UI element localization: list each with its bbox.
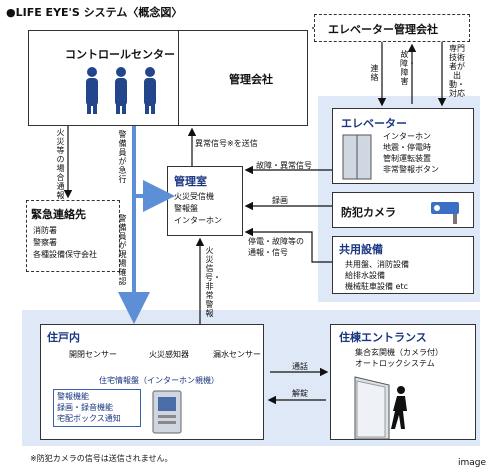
mgmt-room-item: インターホン [174, 216, 222, 225]
entrance-item: オートロックシステム [355, 359, 435, 368]
sensor-label: 開閉センサー [69, 350, 117, 359]
shared-title: 共用設備 [339, 243, 383, 256]
center-divider [178, 30, 180, 126]
functions-box: 警報機能 録画・録音機能 宅配ボックス通知 [53, 389, 141, 427]
elevator-door-icon [342, 134, 372, 180]
emergency-title: 緊急連絡先 [31, 208, 86, 221]
sensor-label: 火災感知器 [149, 350, 189, 359]
elevator-company-label: エレベーター管理会社 [328, 23, 438, 36]
elevator-item: 地震・停電時 [383, 143, 431, 152]
guard-icon [86, 67, 98, 114]
guard-icon [144, 67, 156, 114]
outage-report-label: 停電・故障等の通報・信号 [248, 237, 304, 257]
shared-box: 共用設備 共用盤、消防設備 給排水設備 機械駐車設備 etc [332, 236, 474, 294]
elevator-title: エレベーター [341, 117, 407, 130]
dwelling-box: 住戸内 開閉センサー 火災感知器 漏水センサー 住宅情報盤（インターホン親機） … [40, 324, 264, 440]
function-item: 宅配ボックス通知 [57, 414, 121, 423]
dwelling-title: 住戸内 [47, 331, 80, 344]
guard-confirm-label: 警備員が現場確認 [118, 214, 127, 286]
elevator-box: エレベーター インターホン 地震・停電時 管制運転装置 非常警報ボタン [332, 108, 474, 184]
elevator-item: 管制運転装置 [383, 154, 431, 163]
entrance-box: 住棟エントランス 集合玄関機（カメラ付） オートロックシステム [330, 324, 476, 440]
camera-icon [431, 202, 459, 224]
emergency-item: 各種設備保守会社 [33, 250, 97, 259]
unlock-label: 解錠 [292, 389, 308, 398]
elevator-item: インターホン [383, 132, 431, 141]
elevator-company-box: エレベーター管理会社 [314, 14, 470, 42]
control-center-box: コントロールセンター 管理会社 [28, 30, 308, 126]
intercom-panel-icon [152, 390, 182, 434]
camera-box: 防犯カメラ [332, 192, 474, 228]
shared-item: 機械駐車設備 etc [345, 282, 408, 291]
page-title: ●LIFE EYE'S システム〈概念図〉 [6, 6, 183, 19]
mgmt-room-item: 火災受信機 [174, 192, 214, 201]
guard-icon [115, 67, 127, 114]
sensor-label: 漏水センサー [213, 350, 261, 359]
contact-label: 連絡 [370, 64, 379, 82]
entrance-door-icon [354, 376, 390, 440]
guard-icons [86, 67, 156, 114]
footnote: ※防犯カメラの信号は送信されません。 [30, 454, 173, 463]
guard-rush-label: 警備員が急行 [118, 130, 127, 184]
emergency-item: 警察署 [33, 238, 57, 247]
shared-item: 共用盤、消防設備 [345, 260, 409, 269]
emergency-box: 緊急連絡先 消防署 警察署 各種設備保守会社 [26, 200, 120, 272]
person-walking-icon [391, 386, 407, 429]
abnormal-send-label: 異常信号※を送信 [195, 139, 258, 148]
elevator-item: 非常警報ボタン [383, 165, 439, 174]
entrance-item: 集合玄関機（カメラ付） [355, 348, 443, 357]
fire-report-label: 火災等の場合通報 [56, 128, 65, 200]
function-item: 録画・録音機能 [57, 403, 113, 412]
function-item: 警報機能 [57, 392, 89, 401]
specialist-label: 専門技術者が出動・対応 [449, 44, 465, 98]
management-company-label: 管理会社 [229, 73, 273, 86]
fault-maint-label: 故障・障害 [400, 50, 416, 86]
call-label: 通話 [292, 362, 308, 371]
fire-signal-label: 火災信号・非常警報 [205, 246, 221, 318]
recording-label: 録画 [272, 196, 288, 205]
entrance-title: 住棟エントランス [339, 331, 427, 344]
camera-title: 防犯カメラ [341, 206, 396, 219]
emergency-item: 消防署 [33, 226, 57, 235]
control-center-label: コントロールセンター [65, 48, 175, 61]
panel-title: 住宅情報盤（インターホン親機） [99, 376, 219, 385]
shared-item: 給排水設備 [345, 271, 385, 280]
fault-signal-label: 故障・異常信号 [256, 161, 312, 170]
mgmt-room-item: 警報盤 [174, 204, 198, 213]
mgmt-room-title: 管理室 [174, 175, 207, 188]
watermark: image [458, 458, 487, 468]
